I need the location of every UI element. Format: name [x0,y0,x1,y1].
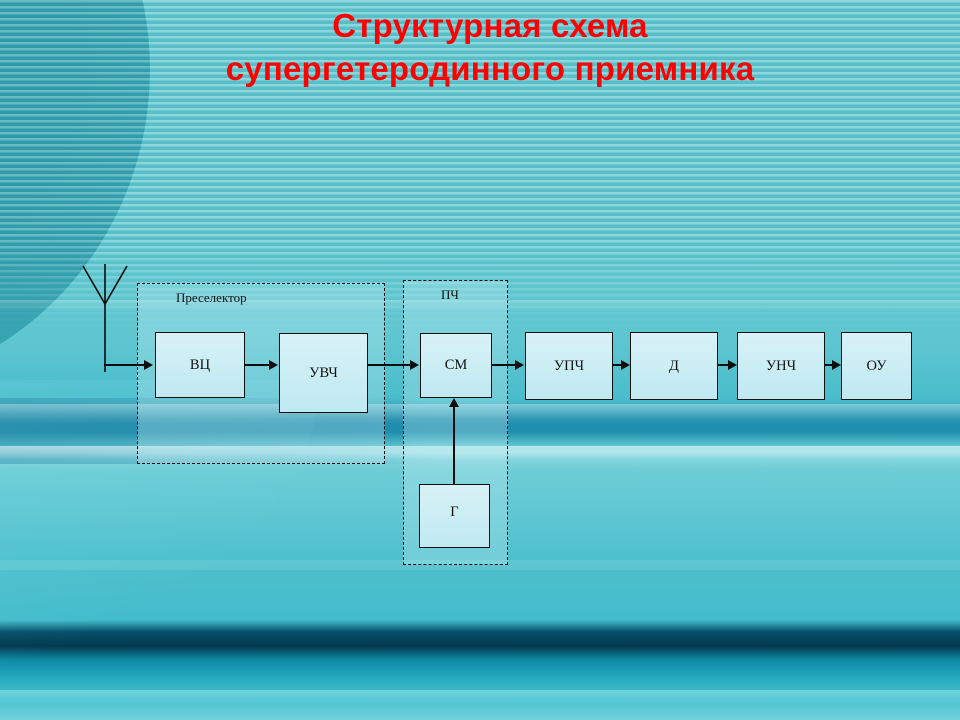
arrowhead-unch-to-ou [832,360,841,370]
arrowhead-uvch-to-sm [410,360,419,370]
arrowhead-sm-to-upch [515,360,524,370]
arrowhead-g-to-sm [449,398,459,407]
node-upch[interactable]: УПЧ [525,332,613,400]
slide-title: Структурная схема супергетеродинного при… [225,7,755,87]
node-vc-label: ВЦ [189,356,211,373]
group-preselector-label: Преселектор [176,290,247,305]
node-d[interactable]: Д [630,332,718,400]
node-uvch-label: УВЧ [309,365,338,381]
node-ou[interactable]: ОУ [841,332,912,400]
node-sm-label: СМ [444,357,468,373]
node-d-label: Д [669,357,679,374]
node-upch-label: УПЧ [553,357,585,374]
arrowhead-antenna-to-vc [144,360,153,370]
edge-vc-to-uvch [245,364,269,366]
edge-unch-to-ou [825,364,833,366]
edge-sm-to-upch [492,364,515,366]
node-vc[interactable]: ВЦ [155,332,245,398]
node-ou-label: ОУ [866,357,887,374]
node-uvch[interactable]: УВЧ [279,333,368,413]
arrowhead-upch-to-d [621,360,630,370]
node-g-label: Г [450,504,459,520]
edge-g-to-sm [453,406,455,484]
node-unch[interactable]: УНЧ [737,332,825,400]
arrowhead-vc-to-uvch [269,360,278,370]
node-unch-label: УНЧ [765,357,797,374]
edge-upch-to-d [613,364,622,366]
antenna-icon [82,264,128,372]
arrowhead-d-to-unch [728,360,737,370]
edge-d-to-unch [718,364,728,366]
group-if-stage-label: ПЧ [441,287,459,302]
background-stripe-texture [0,0,960,330]
node-g[interactable]: Г [419,484,490,548]
edge-uvch-to-sm [368,364,410,366]
node-sm[interactable]: СМ [420,333,492,398]
edge-antenna-to-vc [104,364,144,366]
